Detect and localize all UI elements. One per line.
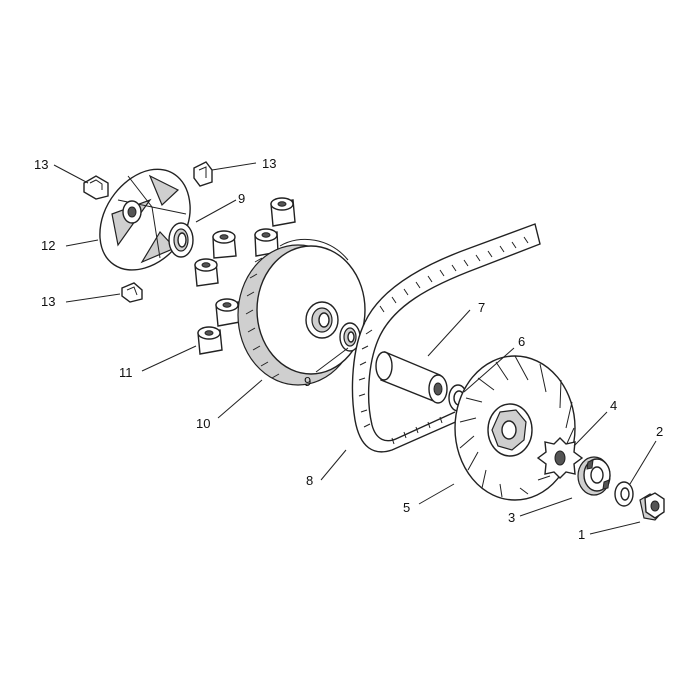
callout-13-top-left: 13	[34, 157, 48, 172]
callout-2: 2	[656, 424, 663, 439]
seal-ring-upper	[168, 222, 194, 258]
fan-pulley	[454, 355, 576, 501]
callout-9-lower: 9	[304, 374, 311, 389]
star-plate	[536, 437, 584, 479]
callout-labels: 13 13 9 12 13 11 10 9 7 6 8 4 2 5 3 1	[34, 156, 663, 542]
roller-weight	[270, 197, 296, 227]
callout-5: 5	[403, 500, 410, 515]
callout-13-top-right: 13	[262, 156, 276, 171]
ramp-plate	[99, 168, 191, 271]
roller-weight	[215, 298, 241, 327]
callout-3: 3	[508, 510, 515, 525]
callout-12: 12	[41, 238, 55, 253]
callout-8: 8	[306, 473, 313, 488]
slider-piece-top-left	[83, 175, 109, 200]
roller-weights	[194, 197, 296, 355]
callout-4: 4	[610, 398, 617, 413]
seal-ring-lower	[339, 322, 361, 352]
callout-7: 7	[478, 300, 485, 315]
variator-pulley	[237, 238, 366, 386]
clutch-hub	[577, 456, 611, 496]
washer-small	[614, 481, 634, 507]
sleeve-bushing	[375, 351, 448, 404]
callout-1: 1	[578, 527, 585, 542]
callout-6: 6	[518, 334, 525, 349]
roller-weight	[197, 326, 223, 355]
leader-lines	[53, 162, 657, 535]
hex-nut	[639, 492, 665, 521]
slider-piece-top-right	[193, 161, 213, 187]
slider-piece-bottom	[121, 282, 143, 303]
callout-13-bottom: 13	[41, 294, 55, 309]
roller-weight	[254, 228, 279, 257]
callout-9-upper: 9	[238, 191, 245, 206]
callout-10: 10	[196, 416, 210, 431]
roller-weight	[194, 258, 219, 287]
roller-weight	[212, 230, 237, 259]
callout-11: 11	[119, 365, 133, 380]
